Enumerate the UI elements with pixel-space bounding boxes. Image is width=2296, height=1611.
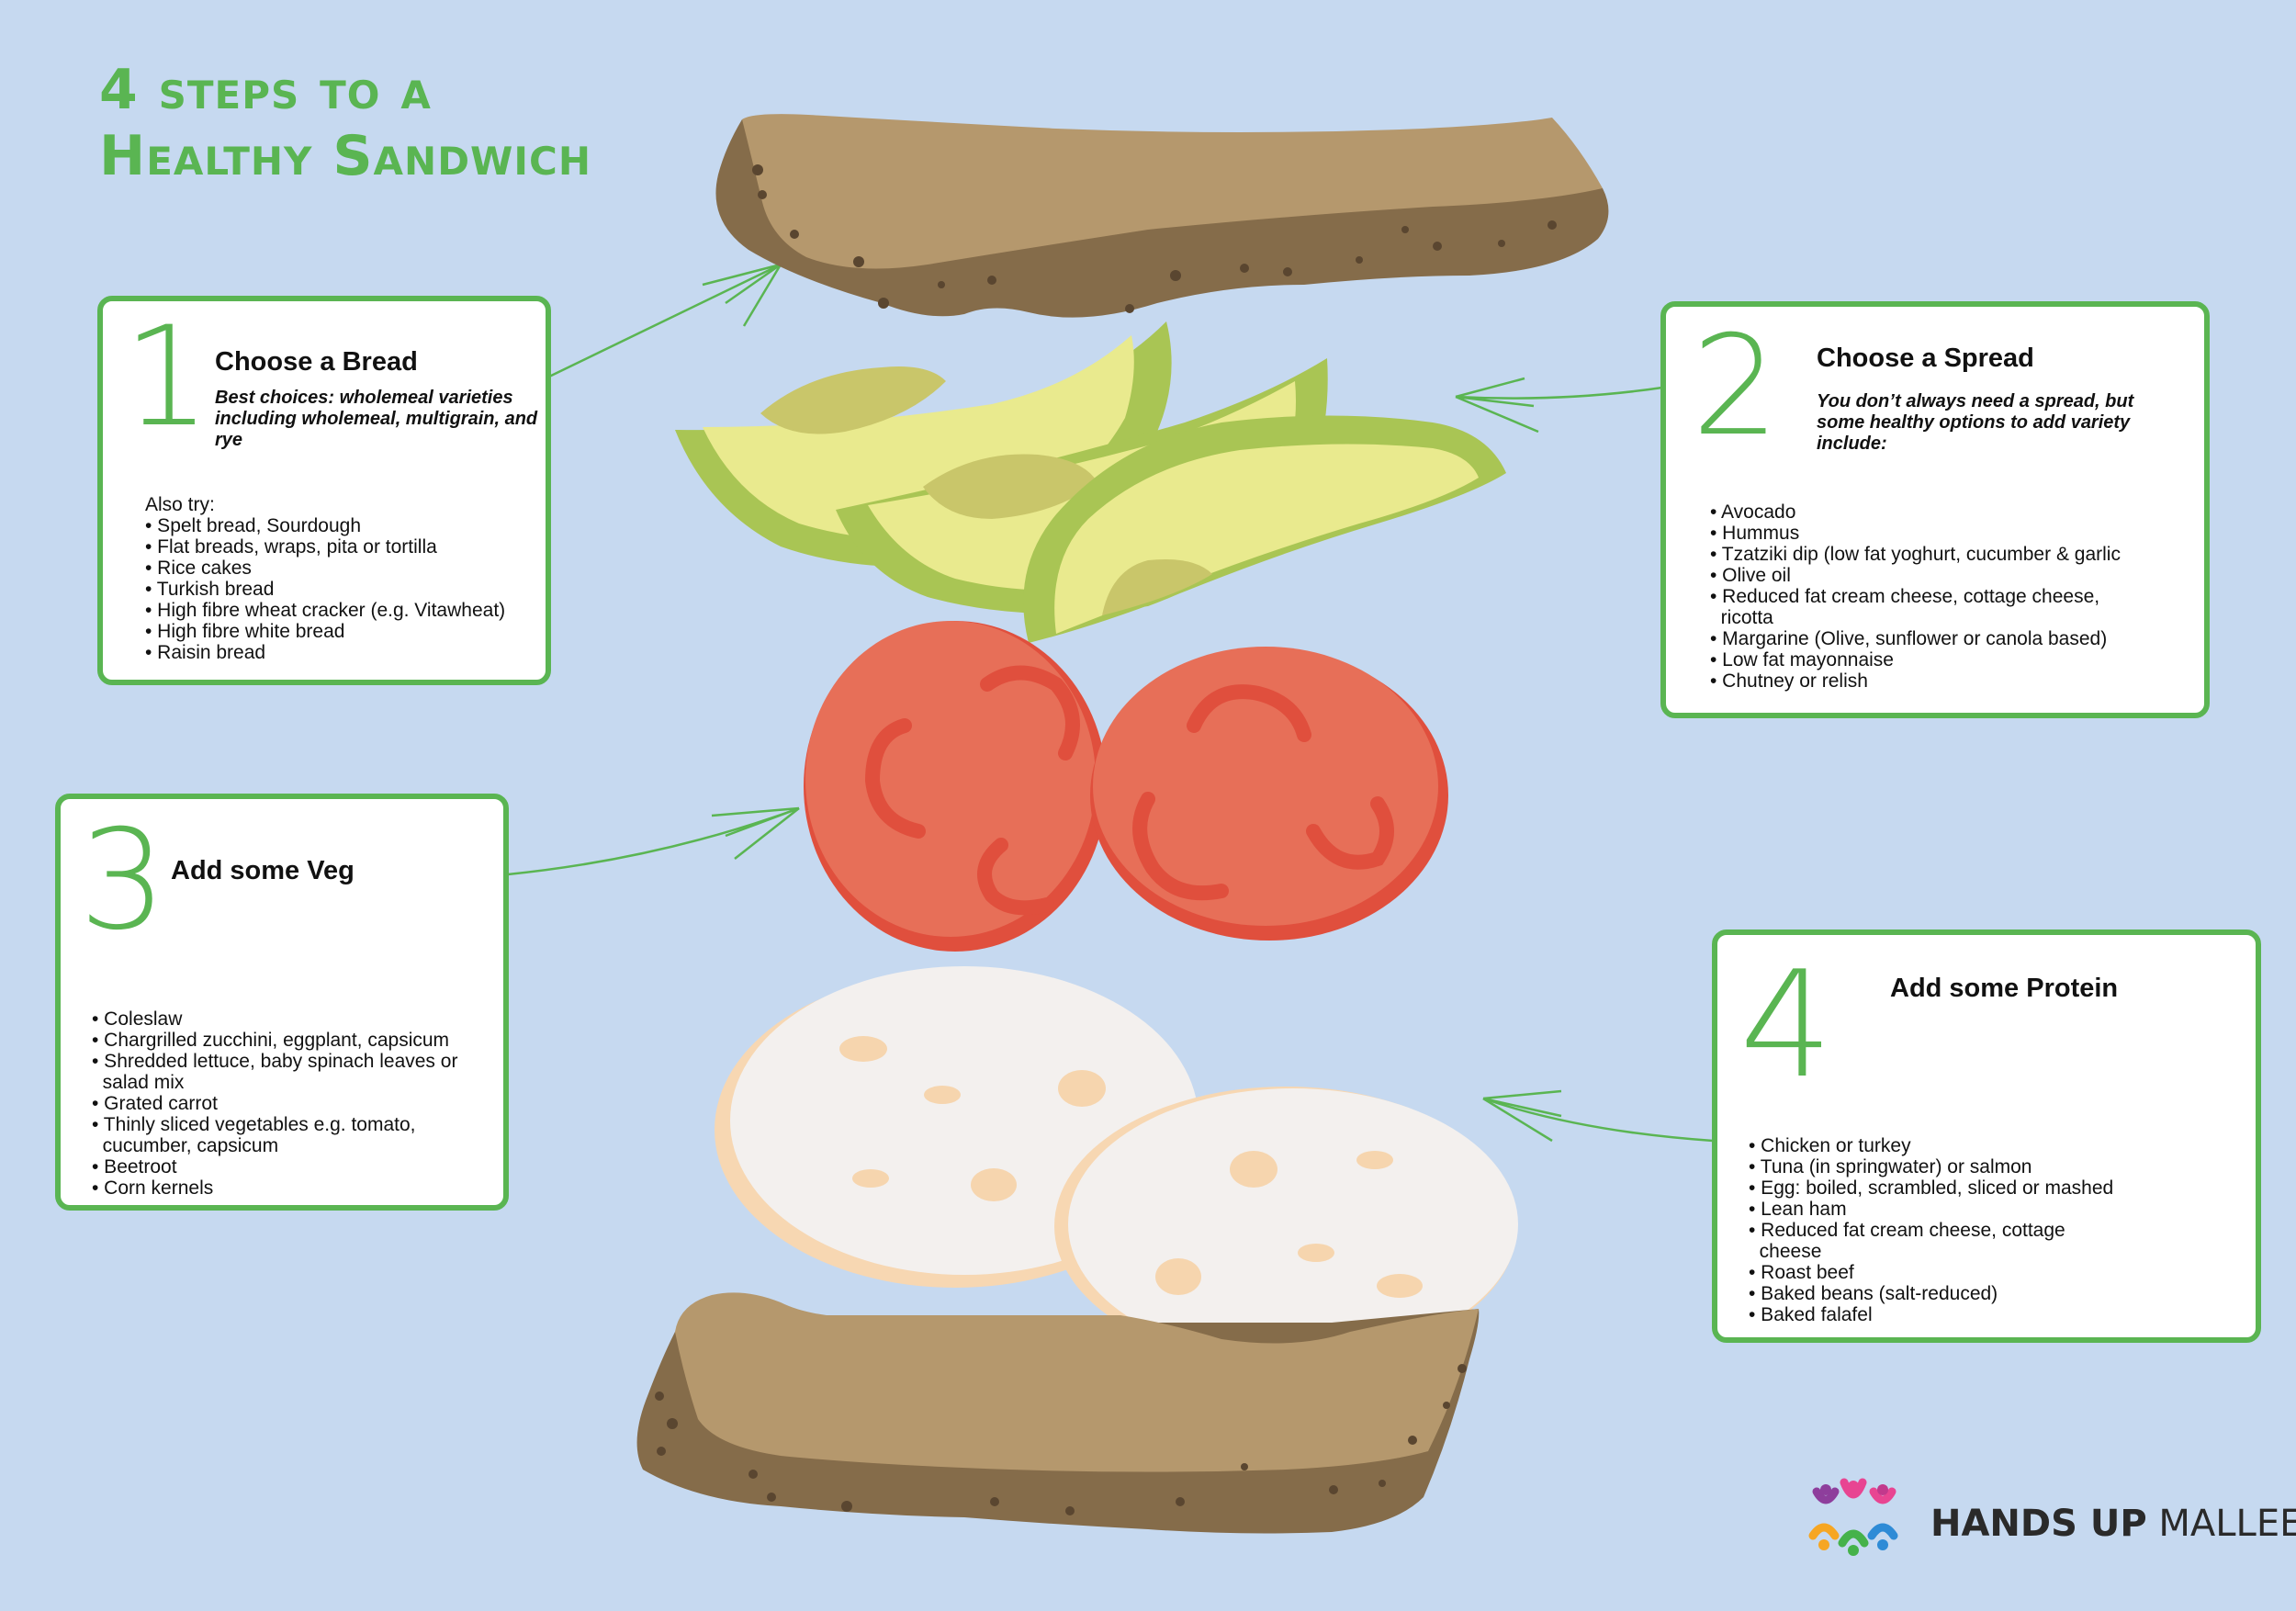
- bottom-bread-slice: [636, 1292, 1480, 1534]
- list-item: • High fibre white bread: [145, 621, 345, 642]
- list-item: • Tzatziki dip (low fat yoghurt, cucumbe…: [1710, 544, 2121, 565]
- logo-wordmark: HANDS UP MALLEE: [1930, 1503, 2296, 1545]
- step-heading: Add some Protein: [1890, 974, 2119, 1003]
- list-item: • Lean ham: [1749, 1199, 1847, 1220]
- list-item: • Corn kernels: [92, 1177, 214, 1199]
- list-item: • High fibre wheat cracker (e.g. Vitawhe…: [145, 600, 506, 621]
- step-card-bread: 1 Choose a Bread Best choices: wholemeal…: [97, 296, 551, 685]
- list-item: • Flat breads, wraps, pita or tortilla: [145, 536, 437, 558]
- list-item: • Grated carrot: [92, 1093, 218, 1114]
- list-item: • Egg: boiled, scrambled, sliced or mash…: [1749, 1177, 2114, 1199]
- list-item: • Low fat mayonnaise: [1710, 649, 1894, 670]
- title-line-1: 4 steps to a: [99, 58, 432, 122]
- list-item: • Raisin bread: [145, 642, 266, 663]
- step-number: 2: [1692, 307, 1780, 467]
- step-list: Also try: • Spelt bread, Sourdough • Fla…: [145, 494, 505, 663]
- list-item: • Tuna (in springwater) or salmon: [1749, 1156, 2032, 1177]
- step-heading: Choose a Bread: [215, 347, 418, 377]
- step-list: • Coleslaw • Chargrilled zucchini, eggpl…: [92, 1008, 457, 1199]
- arrow-bread: [548, 263, 782, 378]
- list-item: • Baked falafel: [1749, 1304, 1873, 1325]
- connector-arrows: [507, 263, 1714, 1143]
- list-item: • Beetroot: [92, 1156, 177, 1177]
- step-note: You don’t always need a spread, but some…: [1817, 391, 2134, 454]
- step-note: Best choices: wholemeal varieties includ…: [215, 388, 538, 450]
- logo-word-2: MALLEE: [2158, 1503, 2296, 1545]
- list-item: • Chicken or turkey: [1749, 1135, 1911, 1156]
- arrow-protein: [1482, 1097, 1714, 1143]
- list-item: • Thinly sliced vegetables e.g. tomato, …: [92, 1114, 416, 1156]
- avocado-slices: [675, 321, 1506, 643]
- step-list: • Chicken or turkey • Tuna (in springwat…: [1749, 1135, 2113, 1325]
- list-intro: Also try:: [145, 494, 215, 515]
- title-line-2: Healthy Sandwich: [99, 124, 591, 188]
- people-icon: [1808, 1478, 1898, 1556]
- step-number: 4: [1739, 939, 1833, 1110]
- list-item: • Shredded lettuce, baby spinach leaves …: [92, 1051, 458, 1093]
- list-item: • Margarine (Olive, sunflower or canola …: [1710, 628, 2108, 649]
- hands-up-mallee-logo: HANDS UP MALLEE: [1807, 1471, 2296, 1572]
- step-heading: Choose a Spread: [1817, 344, 2034, 373]
- step-heading: Add some Veg: [171, 856, 355, 885]
- chicken-slices: [715, 966, 1518, 1366]
- arrow-spread: [1455, 386, 1663, 400]
- step-card-veg: 3 Add some Veg • Coleslaw • Chargrilled …: [55, 794, 509, 1211]
- list-item: • Hummus: [1710, 523, 1800, 544]
- page-title: 4 steps to a Healthy Sandwich: [99, 57, 591, 189]
- list-item: • Rice cakes: [145, 558, 252, 579]
- list-item: • Baked beans (salt-reduced): [1749, 1283, 1998, 1304]
- list-item: • Roast beef: [1749, 1262, 1854, 1283]
- step-number: 3: [79, 801, 167, 961]
- list-item: • Turkish bread: [145, 579, 275, 600]
- step-number: 1: [123, 298, 211, 457]
- list-item: • Reduced fat cream cheese, cottage chee…: [1749, 1220, 2065, 1262]
- list-item: • Reduced fat cream cheese, cottage chee…: [1710, 586, 2100, 628]
- step-card-spread: 2 Choose a Spread You don’t always need …: [1660, 301, 2210, 718]
- tomato-slices: [804, 621, 1448, 952]
- step-list: • Avocado • Hummus • Tzatziki dip (low f…: [1710, 501, 2121, 692]
- list-item: • Chargrilled zucchini, eggplant, capsic…: [92, 1030, 450, 1051]
- step-card-protein: 4 Add some Protein • Chicken or turkey •…: [1712, 929, 2261, 1343]
- list-item: • Coleslaw: [92, 1008, 183, 1030]
- top-bread-slice: [715, 114, 1609, 318]
- logo-word-1: HANDS UP: [1930, 1503, 2147, 1545]
- list-item: • Olive oil: [1710, 565, 1791, 586]
- list-item: • Spelt bread, Sourdough: [145, 515, 362, 536]
- list-item: • Chutney or relish: [1710, 670, 1868, 692]
- list-item: • Avocado: [1710, 501, 1796, 523]
